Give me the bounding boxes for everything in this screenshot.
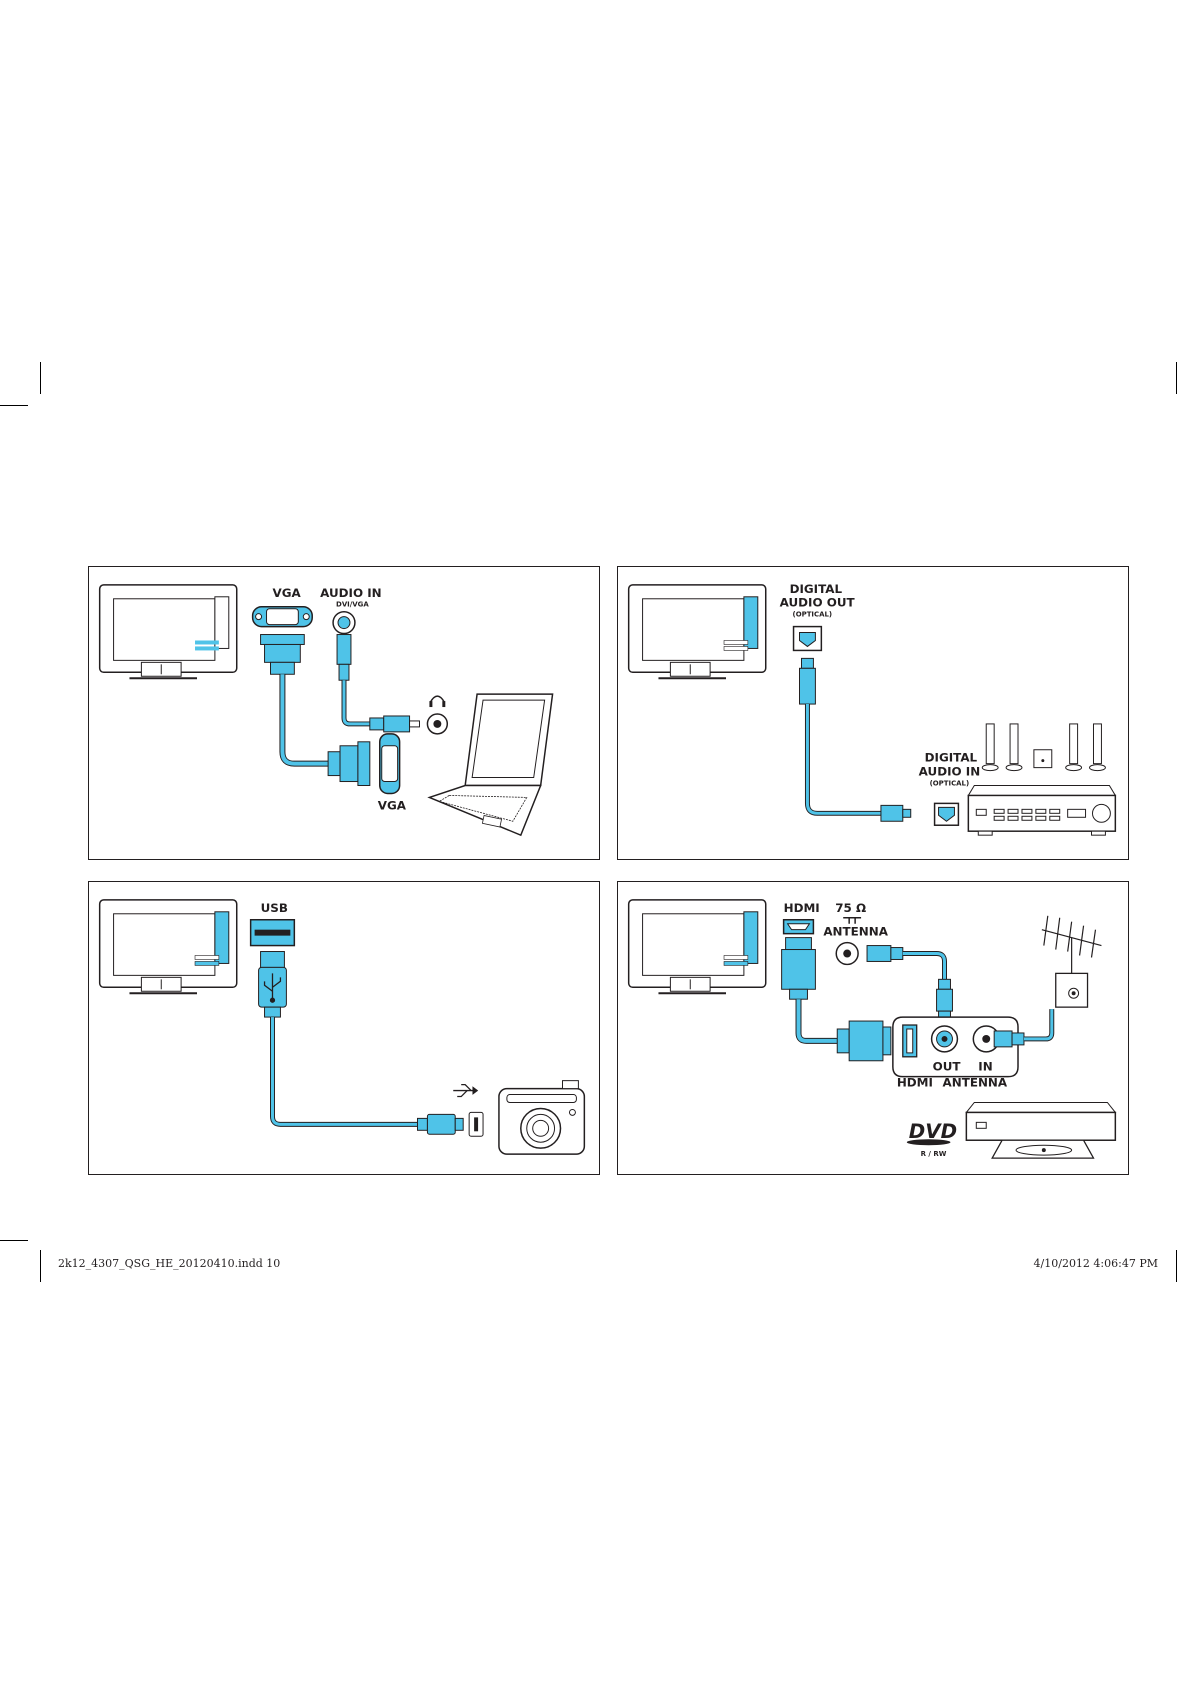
tv-optical-label-1: DIGITAL (790, 582, 843, 596)
tv-icon (629, 900, 766, 993)
crop-mark (40, 362, 41, 394)
footer-file-info: 2k12_4307_QSG_HE_20120410.indd 10 (58, 1257, 280, 1270)
panel-optical-connection: DIGITAL AUDIO OUT (OPTICAL) DIGITAL AUDI… (617, 566, 1129, 860)
rooftop-antenna-icon (1042, 916, 1102, 974)
crop-mark (1176, 362, 1177, 394)
ohm-label: 75 Ω (835, 901, 866, 915)
tv-icon (100, 585, 237, 678)
vga-bottom-label: VGA (378, 798, 407, 812)
vga-plug-laptop (328, 734, 400, 794)
vga-plug (261, 635, 305, 675)
crop-mark (1176, 1250, 1177, 1282)
tv-icon (100, 900, 237, 993)
laptop-icon (429, 694, 552, 835)
rx-optical-label-2: AUDIO IN (919, 765, 981, 779)
vga-port-icon (253, 607, 313, 627)
hdmi-label: HDMI (784, 901, 820, 915)
vga-label: VGA (272, 586, 301, 600)
antenna-label: ANTENNA (823, 925, 888, 939)
usb-diagram: USB (89, 882, 599, 1174)
in-label: IN (978, 1060, 992, 1074)
antenna-bottom-label: ANTENNA (943, 1076, 1008, 1090)
panel-vga-connection: VGA VGA AUDIO IN DVI/VGA (88, 566, 600, 860)
panel-hdmi-connection: HDMI 75 Ω ANTENNA OUT (617, 881, 1129, 1175)
usb-symbol-icon (453, 1085, 477, 1097)
hdmi-diagram: HDMI 75 Ω ANTENNA OUT (618, 882, 1128, 1174)
footer-timestamp: 4/10/2012 4:06:47 PM (1034, 1257, 1158, 1270)
audio-in-label: AUDIO IN (320, 586, 381, 600)
tv-optical-sub: (OPTICAL) (793, 611, 833, 619)
rx-optical-sub: (OPTICAL) (930, 780, 970, 788)
headphone-icon (429, 696, 445, 707)
dvd-sub: R / RW (921, 1150, 947, 1158)
hdmi-bottom-label: HDMI (897, 1076, 933, 1090)
optical-diagram: DIGITAL AUDIO OUT (OPTICAL) DIGITAL AUDI… (618, 567, 1128, 859)
camera-icon (499, 1081, 584, 1154)
vga-diagram: VGA VGA AUDIO IN DVI/VGA (89, 567, 599, 859)
panel-usb-connection: USB (88, 881, 600, 1175)
audio-in-sub: DVI/VGA (336, 601, 369, 609)
tv-icon (629, 585, 766, 678)
wall-socket-icon (1056, 973, 1088, 1007)
out-label: OUT (933, 1060, 962, 1074)
home-theater-icon (968, 724, 1115, 835)
crop-mark (0, 1240, 28, 1241)
tv-optical-label-2: AUDIO OUT (780, 596, 856, 610)
rx-optical-label-1: DIGITAL (925, 751, 978, 765)
usb-label: USB (261, 901, 288, 915)
crop-mark (40, 1250, 41, 1282)
dvd-recorder-icon (966, 1102, 1115, 1158)
crop-mark (0, 405, 28, 406)
